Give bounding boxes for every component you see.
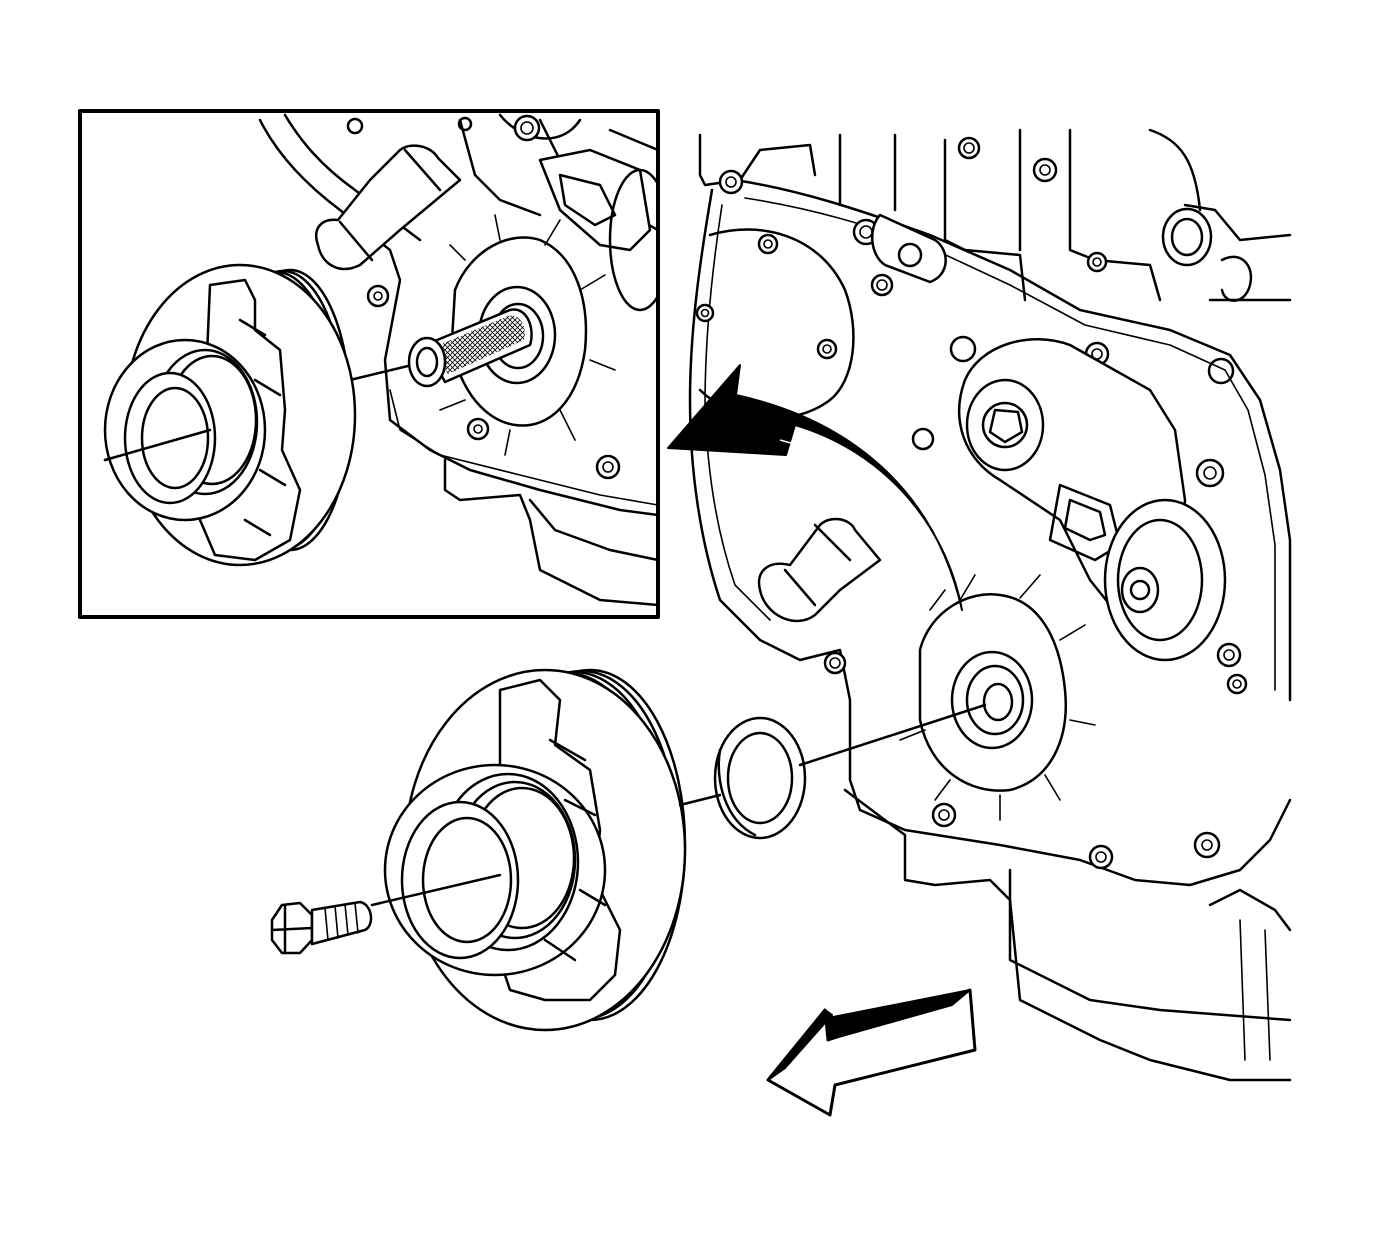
view-indicator-arrow-icon: [667, 364, 963, 611]
balancer-bolt: [270, 900, 373, 955]
crankshaft-balancer: [383, 668, 687, 1032]
front-cover-seal-bore: [899, 574, 1096, 821]
crankshaft-front-oil-seal: [713, 716, 807, 840]
inset-detail-view: [78, 109, 660, 619]
inset-crankshaft-balancer: [103, 263, 357, 567]
cover-bolts: [695, 136, 1248, 870]
install-axis-line: [370, 703, 987, 907]
belt-tensioner: [957, 337, 1227, 662]
front-direction-arrow-icon: [766, 988, 977, 1117]
seal-installer-tool: [407, 308, 533, 388]
engine-front-cover: [688, 128, 1292, 1082]
